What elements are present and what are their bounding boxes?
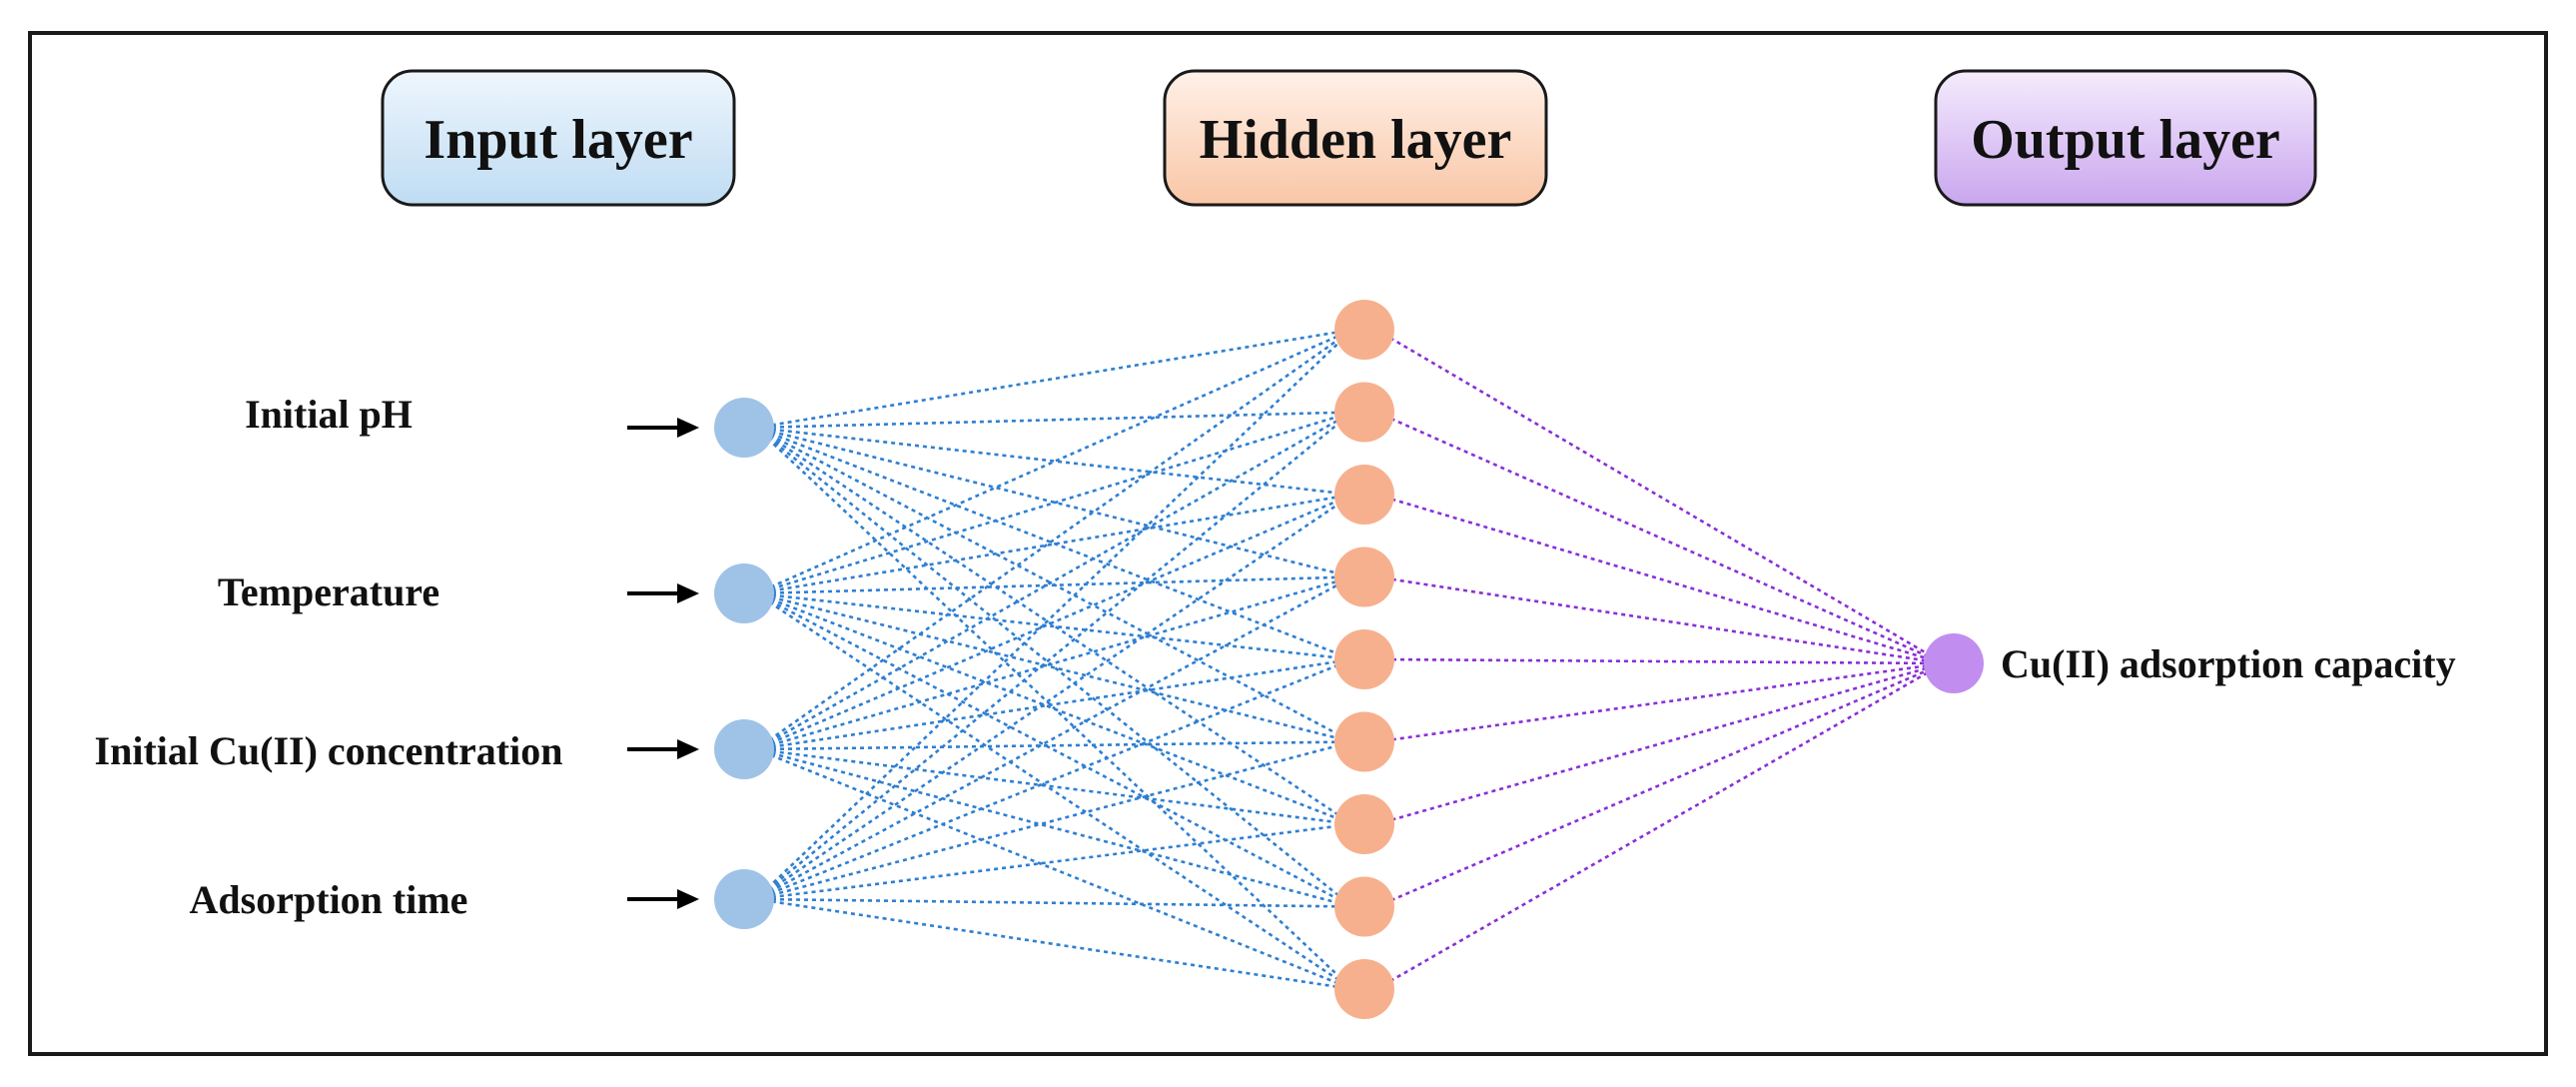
hidden-node: [1334, 959, 1394, 1019]
input-label-initial-ph: Initial pH: [245, 392, 413, 437]
hidden-output-connection: [1375, 661, 1945, 826]
input-hidden-connection: [755, 575, 1353, 901]
input-label-adsorption-time: Adsorption time: [190, 877, 468, 922]
hidden-to-output-connections: [1375, 328, 1945, 991]
hidden-output-connection: [1375, 493, 1945, 665]
output-layer-title: Output layer: [1971, 109, 2280, 171]
input-hidden-connection: [755, 411, 1353, 751]
input-hidden-connection: [755, 328, 1353, 751]
hidden-node: [1334, 300, 1394, 360]
hidden-output-connection: [1375, 661, 1945, 908]
hidden-node: [1334, 465, 1394, 525]
input-hidden-connection: [755, 740, 1353, 751]
hidden-layer-title: Hidden layer: [1200, 109, 1512, 171]
output-node: [1924, 633, 1984, 693]
hidden-output-connection: [1375, 657, 1945, 665]
output-layer-header-box: [1934, 69, 2317, 207]
input-label-initial-cu-concentration: Initial Cu(II) concentration: [95, 728, 563, 773]
input-arrow: [627, 739, 699, 759]
hidden-node: [1334, 711, 1394, 772]
hidden-node: [1334, 876, 1394, 937]
hidden-layer-header: Hidden layer: [1163, 69, 1548, 207]
input-hidden-connection: [755, 427, 1353, 990]
input-hidden-connection: [755, 591, 1353, 743]
output-layer-header: Output layer: [1934, 69, 2317, 207]
input-hidden-connection: [755, 426, 1353, 661]
hidden-node: [1334, 546, 1394, 607]
input-node: [714, 869, 774, 929]
input-layer-header: Input layer: [381, 69, 736, 207]
input-hidden-connection: [755, 897, 1353, 908]
hidden-node: [1334, 794, 1394, 854]
input-to-hidden-connections: [755, 328, 1353, 991]
input-hidden-connection: [755, 328, 1353, 430]
input-hidden-connection: [755, 657, 1353, 901]
input-hidden-connection: [755, 493, 1353, 595]
input-node: [714, 563, 774, 623]
input-node: [714, 398, 774, 458]
input-arrow: [627, 418, 699, 438]
input-hidden-connection: [755, 747, 1353, 991]
input-hidden-connection: [755, 411, 1353, 901]
input-hidden-connection: [755, 747, 1353, 908]
input-hidden-connection: [755, 591, 1353, 826]
input-arrow: [627, 889, 699, 909]
input-node: [714, 719, 774, 779]
hidden-layer-header-box: [1163, 69, 1548, 207]
network-nodes: [714, 300, 1984, 1019]
hidden-output-connection: [1375, 328, 1945, 665]
input-hidden-connection: [755, 740, 1353, 901]
hidden-node: [1334, 629, 1394, 689]
input-layer-title: Input layer: [424, 109, 692, 171]
input-hidden-connection: [755, 411, 1353, 430]
input-hidden-connection: [755, 575, 1353, 595]
input-hidden-connection: [755, 493, 1353, 901]
hidden-node: [1334, 382, 1394, 443]
input-hidden-connection: [755, 329, 1353, 900]
input-arrow: [627, 583, 699, 603]
hidden-output-connection: [1375, 661, 1945, 991]
output-label: Cu(II) adsorption capacity: [2001, 641, 2456, 686]
input-hidden-connection: [755, 591, 1353, 908]
input-layer-header-box: [381, 69, 736, 207]
input-label-temperature: Temperature: [218, 569, 439, 614]
